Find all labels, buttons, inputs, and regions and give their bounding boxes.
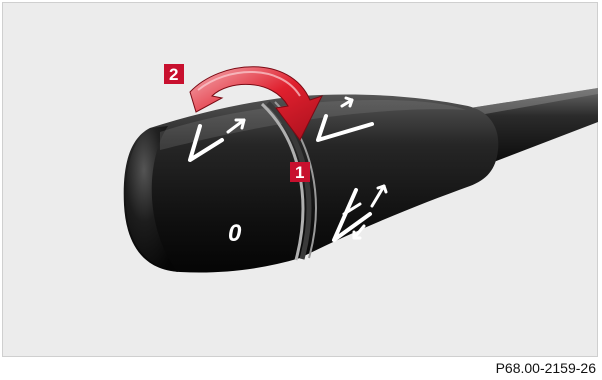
lever-position-zero-label: 0 — [228, 220, 242, 247]
figure-reference-code: P68.00-2159-26 — [496, 360, 596, 376]
callout-2: 2 — [164, 64, 184, 84]
callout-1: 1 — [290, 162, 310, 182]
svg-text:1: 1 — [295, 163, 304, 182]
svg-text:2: 2 — [169, 65, 178, 84]
